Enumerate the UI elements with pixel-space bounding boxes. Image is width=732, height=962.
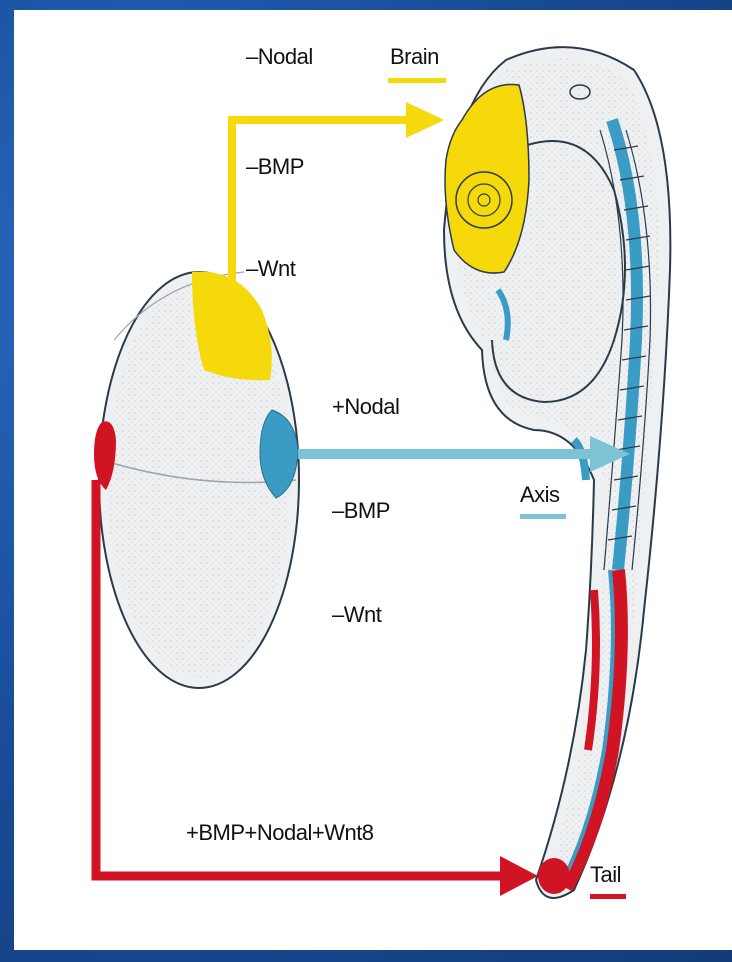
tail-bud — [538, 858, 570, 894]
brain-region — [445, 84, 529, 273]
brain-condition-wnt: –Wnt — [246, 256, 295, 282]
gastrula-embryo — [94, 272, 299, 688]
tail-label-underline — [590, 894, 626, 899]
brain-condition-nodal: –Nodal — [246, 44, 313, 70]
figure-panel: –Nodal –BMP –Wnt Brain +Nodal –BMP –Wnt … — [14, 10, 732, 950]
axis-condition-bmp: –BMP — [332, 498, 390, 524]
axis-condition-wnt: –Wnt — [332, 602, 381, 628]
axis-condition-nodal: +Nodal — [332, 394, 399, 420]
axis-target-label: Axis — [520, 482, 560, 508]
tail-target-label: Tail — [590, 862, 621, 888]
tailbud-embryo — [444, 47, 670, 898]
tail-condition-label: +BMP+Nodal+Wnt8 — [186, 820, 374, 846]
axis-label-underline — [520, 514, 566, 519]
embryo-fate-diagram — [14, 10, 732, 950]
brain-label-underline — [388, 78, 446, 83]
brain-condition-bmp: –BMP — [246, 154, 304, 180]
brain-target-label: Brain — [390, 44, 439, 70]
